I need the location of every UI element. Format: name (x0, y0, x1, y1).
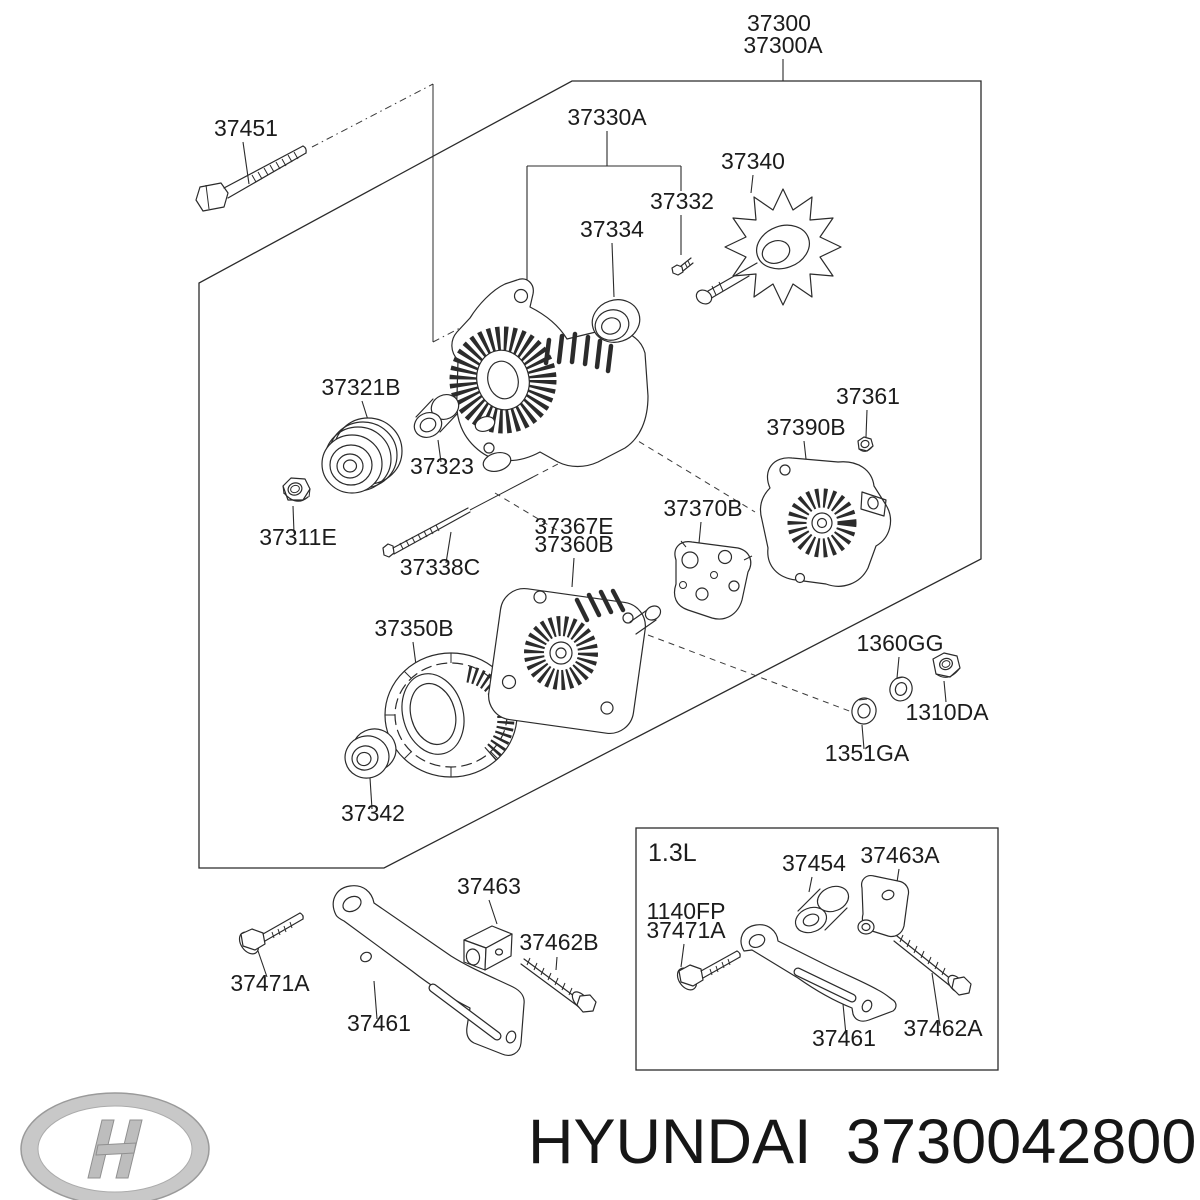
callout-37342: 37342 (341, 800, 405, 826)
variant-engine-label: 1.3L (648, 839, 697, 867)
spacer-cylinder-drawing-37454 (794, 885, 850, 934)
pulley-drawing-37321B (321, 417, 403, 494)
callout-37471A: 37471A (230, 970, 310, 996)
rear-bracket-drawing-37360B (488, 587, 662, 735)
callout-37323: 37323 (410, 453, 474, 479)
through-bolt-drawing-37451 (195, 145, 307, 212)
mount-bracket-drawing-37461 (332, 885, 525, 1056)
callout-37451: 37451 (214, 115, 278, 141)
hyundai-logo-icon (20, 1092, 210, 1200)
callout-37338C: 37338C (400, 554, 481, 580)
variant-bolt-drawing-37462A (893, 934, 972, 996)
callout-37461: 37461 (347, 1010, 411, 1036)
nut-drawing-1310DA (932, 652, 961, 678)
spacer-drawing-37323 (413, 394, 460, 438)
rotor-drawing-37340 (695, 188, 842, 306)
rear-cover-drawing-37390B (759, 457, 892, 587)
lock-washer-drawing-1351GA (851, 697, 877, 725)
callout-37300A: 37300A (743, 32, 823, 58)
variant-1-3l-box (635, 827, 999, 1071)
callout-1360GG: 1360GG (857, 630, 944, 656)
part-number-text: 3730042800 (846, 1107, 1196, 1177)
leader-lines (242, 59, 947, 1036)
callout-37340: 37340 (721, 148, 785, 174)
front-bearing-drawing-37334 (591, 299, 641, 343)
screw-drawing-37332 (671, 257, 694, 276)
callout-37462A: 37462A (903, 1015, 983, 1041)
brand-name-text: HYUNDAI (528, 1107, 812, 1177)
callout-37321B: 37321B (321, 374, 400, 400)
callout-1351GA: 1351GA (825, 740, 910, 766)
callout-37300: 37300 (747, 10, 811, 36)
stud-bolt-drawing-37338C (382, 476, 534, 558)
callout-37367E: 37367E (534, 513, 613, 539)
mount-bolt-drawing-37471A (238, 912, 304, 955)
adjust-block-drawing-37463 (463, 925, 513, 971)
callout-37462B: 37462B (519, 929, 598, 955)
nut-drawing-37361 (857, 436, 874, 452)
callout-37463: 37463 (457, 873, 521, 899)
adjust-bolt-drawing-37462B (520, 957, 597, 1013)
callout-37461-variant: 37461 (812, 1025, 876, 1051)
front-bracket-drawing-37330A (449, 278, 649, 473)
variant-bolt-drawing-1140FP (676, 950, 741, 991)
main-assembly-box (198, 80, 982, 869)
variant-mount-bracket-drawing-37461 (740, 924, 897, 1022)
rear-bearing-drawing-37342 (344, 728, 397, 779)
rectifier-drawing-37370B (673, 540, 753, 620)
callout-1140FP: 1140FP (647, 898, 726, 924)
callout-37390B: 37390B (766, 414, 845, 440)
callout-1310DA: 1310DA (905, 699, 989, 725)
callout-37350B: 37350B (374, 615, 453, 641)
callout-37454: 37454 (782, 850, 846, 876)
variant-bracket-drawing-37463A (857, 875, 910, 938)
callout-37360B: 37360B (534, 531, 613, 557)
callout-37311E: 37311E (259, 524, 337, 550)
footer-caption: HYUNDAI 3730042800 (528, 1107, 1196, 1177)
callout-37471A-variant: 37471A (646, 917, 726, 943)
callout-37370B: 37370B (663, 495, 742, 521)
callout-labels: 37300 37300A 37451 37330A 37332 37334 37… (214, 10, 989, 1036)
lock-washer-drawing-1360GG (889, 676, 913, 702)
callout-37332: 37332 (650, 188, 714, 214)
pulley-nut-drawing-37311E (282, 477, 311, 502)
callout-37361: 37361 (836, 383, 900, 409)
variant-box-labels: 1.3L 37454 37463A 1140FP 37471A 37461 37… (646, 839, 983, 1051)
callout-37463A: 37463A (860, 842, 940, 868)
callout-37334: 37334 (580, 216, 644, 242)
callout-37330A: 37330A (567, 104, 647, 130)
